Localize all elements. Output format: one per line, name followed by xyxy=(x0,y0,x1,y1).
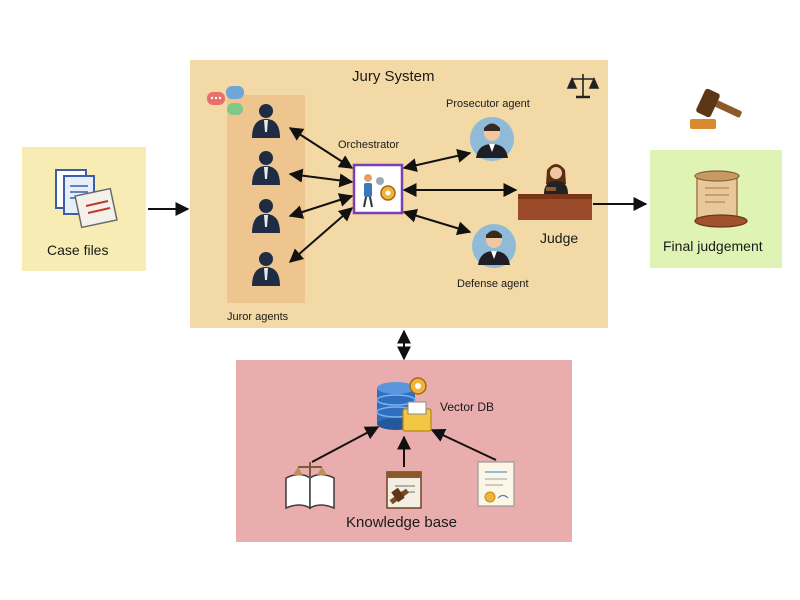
vector-db-label: Vector DB xyxy=(440,400,495,414)
arrow-cert-to-db xyxy=(430,429,497,461)
orchestrator-icon xyxy=(352,163,404,215)
scales-icon xyxy=(566,74,600,99)
knowledge-base-label: Knowledge base xyxy=(346,514,457,531)
arrow-orch-juror4 xyxy=(288,207,354,263)
juror-icon xyxy=(252,151,280,185)
prosecutor-label: Prosecutor agent xyxy=(446,98,530,110)
arrow-orch-juror2 xyxy=(288,168,354,188)
defense-icon xyxy=(472,224,516,268)
arrow-orch-prosecutor xyxy=(402,148,472,173)
database-icon xyxy=(376,377,432,432)
arrow-orch-defense xyxy=(402,208,472,236)
law-book-icon xyxy=(285,462,335,510)
defense-label: Defense agent xyxy=(457,278,529,290)
connector-arrows xyxy=(148,127,648,467)
certificate-icon xyxy=(477,461,515,507)
judge-label: Judge xyxy=(540,230,579,246)
juror-icons xyxy=(252,104,280,286)
scroll-icon xyxy=(694,170,748,228)
orchestrator-label: Orchestrator xyxy=(338,139,400,151)
arrow-book-to-db xyxy=(311,426,380,463)
juror-icon xyxy=(252,104,280,138)
chat-bubbles-icon xyxy=(207,86,244,115)
juror-icon xyxy=(252,199,280,233)
judge-icon xyxy=(518,164,592,220)
arrow-orch-juror3 xyxy=(288,193,354,219)
case-file-icon xyxy=(386,471,422,509)
juror-agents-label: Juror agents xyxy=(227,311,289,323)
documents-icon xyxy=(55,169,118,229)
gavel-icon xyxy=(690,88,742,129)
juror-icon xyxy=(252,252,280,286)
final-judgement-label: Final judgement xyxy=(663,238,763,254)
jury-system-title: Jury System xyxy=(352,68,435,85)
case-files-label: Case files xyxy=(47,242,109,258)
prosecutor-icon xyxy=(470,117,514,161)
arrow-orch-juror1 xyxy=(288,127,354,169)
